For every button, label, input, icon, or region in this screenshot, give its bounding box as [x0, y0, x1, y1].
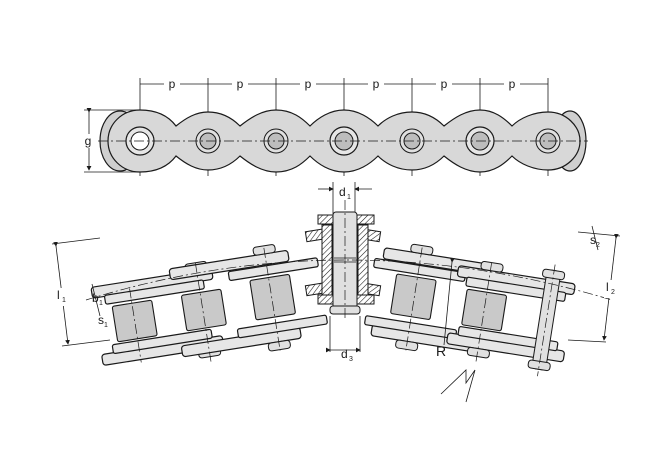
pin-diameter-sub: 1 — [347, 194, 351, 201]
length-right-label: l — [606, 280, 609, 294]
plate-thickness-inner-sub: 1 — [104, 322, 108, 329]
bushing-diameter-dimension: d 3 — [326, 316, 361, 363]
pitch-label-2: p — [237, 77, 244, 91]
plate-height-label: g — [85, 134, 92, 148]
length-right-dimension: l 2 — [567, 231, 621, 343]
plate-thickness-outer-sub: 2 — [596, 242, 600, 249]
radius-label: R — [436, 343, 446, 359]
radius-indicator: R — [436, 257, 476, 403]
pitch-label-1: p — [169, 77, 176, 91]
chain-top-view-curved: d 1 — [51, 182, 621, 403]
pitch-label-4: p — [373, 77, 380, 91]
right-chain-section — [364, 243, 576, 377]
length-left-label: l — [57, 288, 60, 302]
plate-thickness-inner-label: s — [98, 313, 104, 327]
inner-width-label: b — [92, 291, 99, 305]
pin-diameter-dimension: d 1 — [318, 182, 372, 214]
bushing-diameter-label: d — [341, 347, 348, 361]
bushing-diameter-sub: 3 — [349, 356, 353, 363]
plate-height-dimension: g — [82, 108, 140, 173]
sectioned-center-link — [304, 200, 382, 320]
length-right-sub: 2 — [611, 289, 615, 296]
pitch-labels: p p p p p p — [164, 76, 520, 91]
pitch-label-6: p — [509, 77, 516, 91]
plate-thickness-outer-dimension: s 2 — [590, 225, 600, 251]
chain-side-view: p p p p p p — [82, 76, 588, 176]
pin-diameter-label: d — [339, 185, 346, 199]
length-left-sub: 1 — [62, 297, 66, 304]
left-chain-section — [90, 244, 328, 366]
inner-width-sub: 1 — [99, 300, 103, 307]
pitch-label-5: p — [441, 77, 448, 91]
plate-thickness-inner-dimension: s 1 — [98, 313, 108, 329]
plate-thickness-outer-label: s — [590, 233, 596, 247]
chain-arc-centerline — [85, 259, 613, 301]
length-left-dimension: l 1 — [51, 237, 111, 347]
pitch-label-3: p — [305, 77, 312, 91]
inner-width-dimension: b 1 — [91, 283, 103, 317]
